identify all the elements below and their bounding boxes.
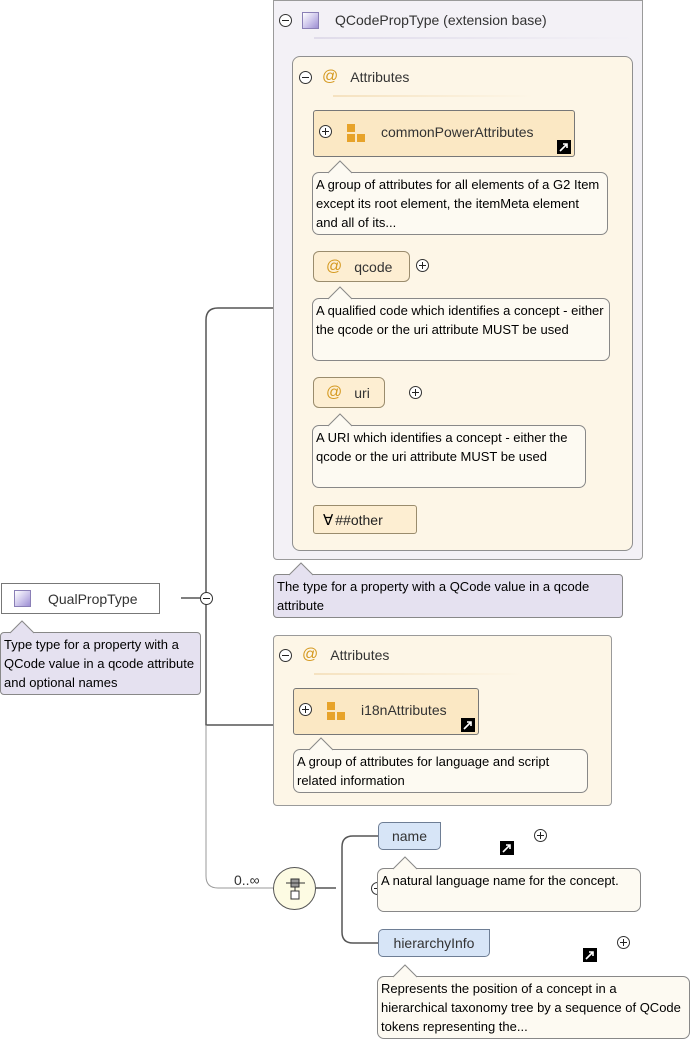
note-tail <box>328 160 352 174</box>
note-tail <box>289 562 313 576</box>
expand-group-icon[interactable] <box>319 125 332 138</box>
group-name: i18nAttributes <box>361 702 447 718</box>
sequence-compositor[interactable] <box>273 867 316 910</box>
sequence-cardinality: 0..∞ <box>234 872 260 888</box>
complex-type-icon <box>14 590 31 607</box>
expand-group-icon[interactable] <box>299 703 312 716</box>
hierarchy-info-label: hierarchyInfo <box>393 935 475 951</box>
qcode-attribute[interactable]: @ qcode <box>313 251 410 282</box>
any-attribute[interactable]: ∀ ##other <box>313 505 417 534</box>
attributes-label: Attributes <box>330 647 390 663</box>
collapse-attributes-icon[interactable] <box>299 70 312 84</box>
qcode-name: qcode <box>354 258 393 275</box>
attribute-group-icon <box>327 702 347 722</box>
any-attribute-label: ##other <box>335 511 383 528</box>
collapse-root-icon[interactable] <box>199 592 213 605</box>
uri-name: uri <box>354 384 370 401</box>
attribute-group-icon <box>347 124 367 144</box>
root-type-box[interactable]: QualPropType <box>1 583 160 614</box>
expand-name-icon[interactable] <box>534 829 548 842</box>
reference-link-icon[interactable] <box>557 140 571 154</box>
qcode-doc: A qualified code which identifies a conc… <box>312 298 610 361</box>
hierarchy-info-element[interactable]: hierarchyInfo <box>378 929 490 957</box>
sequence-icon <box>286 878 305 900</box>
name-element-label: name <box>391 828 428 844</box>
expand-qcode-icon[interactable] <box>416 259 429 272</box>
attribute-at-icon: @ <box>326 257 343 275</box>
attribute-at-icon: @ <box>302 646 319 663</box>
note-tail <box>328 286 352 300</box>
uri-attribute[interactable]: @ uri <box>313 377 385 408</box>
complex-type-icon <box>302 11 319 29</box>
attribute-at-icon: @ <box>326 383 343 401</box>
name-element[interactable]: name <box>378 822 441 850</box>
note-tail <box>309 737 333 751</box>
reference-link-icon[interactable] <box>499 841 514 855</box>
i18n-attributes-group[interactable]: i18nAttributes <box>293 688 479 735</box>
any-attribute-icon: ∀ <box>323 511 334 529</box>
name-element-doc: A natural language name for the concept. <box>377 868 641 912</box>
expand-uri-icon[interactable] <box>408 386 422 399</box>
collapse-attributes-icon[interactable] <box>279 648 292 662</box>
expand-hierarchy-info-icon[interactable] <box>617 936 631 949</box>
uri-doc: A URI which identifies a concept - eithe… <box>312 425 586 488</box>
reference-link-icon[interactable] <box>461 718 475 732</box>
reference-link-icon[interactable] <box>583 948 598 962</box>
hierarchy-info-doc: Represents the position of a concept in … <box>377 976 690 1039</box>
attributes-label: Attributes <box>350 69 410 85</box>
note-tail <box>328 413 352 427</box>
note-tail <box>393 856 417 870</box>
collapse-extension-icon[interactable] <box>279 13 292 27</box>
extension-title: QCodePropType (extension base) <box>335 12 547 28</box>
root-type-name: QualPropType <box>48 590 138 607</box>
note-tail <box>393 964 417 978</box>
common-power-attributes-group[interactable]: commonPowerAttributes <box>313 110 575 157</box>
common-power-attributes-doc: A group of attributes for all elements o… <box>312 172 608 235</box>
i18n-attributes-doc: A group of attributes for language and s… <box>293 749 588 793</box>
extension-doc: The type for a property with a QCode val… <box>273 574 623 618</box>
attribute-at-icon: @ <box>322 68 339 85</box>
note-tail <box>10 620 34 634</box>
group-name: commonPowerAttributes <box>381 124 534 140</box>
root-type-doc: Type type for a property with a QCode va… <box>0 632 201 695</box>
